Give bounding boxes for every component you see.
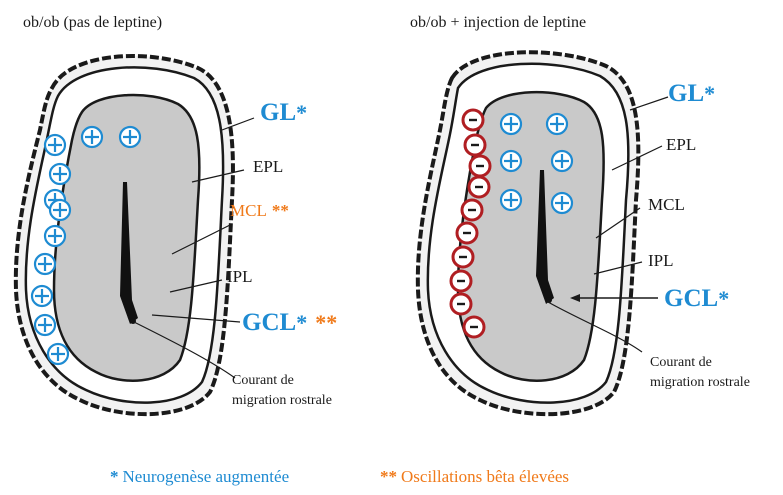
left-gcl-mark1: * [296,310,307,335]
minus-icon [464,317,484,337]
left-epl-label: EPL [253,157,283,176]
right-gl-label: GL [668,80,704,107]
right-gcl-mark: * [718,286,729,311]
svg-text:*Neurogenèse augmentée: *Neurogenèse augmentée [110,467,289,486]
minus-icon [453,247,473,267]
plus-icon [552,193,572,213]
left-panel-title: ob/ob (pas de leptine) [23,14,162,31]
plus-icon [82,127,102,147]
right-gcl-label: GCL [664,285,718,312]
left-gcl-mark2: ** [315,310,337,335]
minus-icon [469,177,489,197]
plus-icon [32,286,52,306]
minus-icon [470,156,490,176]
left-ipl-label: IPL [227,267,253,286]
plus-icon [501,114,521,134]
plus-icon [35,254,55,274]
left-gcl-label: GCL [242,309,296,336]
minus-icon [451,271,471,291]
svg-text:GL*: GL* [260,99,307,126]
plus-icon [501,190,521,210]
minus-icon [451,294,471,314]
legend-star2: ** [380,467,397,486]
right-gl-mark: * [704,81,715,106]
left-gl-label: GL [260,99,296,126]
left-mcl-mark: ** [272,201,289,220]
minus-icon [462,200,482,220]
right-epl-label: EPL [666,135,696,154]
svg-text:GCL***: GCL*** [242,309,337,336]
svg-text:GL*: GL* [668,80,715,107]
right-courant-line2: migration rostrale [650,375,750,390]
left-gl-mark: * [296,100,307,125]
plus-icon [547,114,567,134]
plus-icon [50,164,70,184]
minus-icon [463,110,483,130]
plus-icon [45,226,65,246]
plus-icon [45,135,65,155]
left-courant-line1: Courant de [232,373,294,388]
right-bulb [418,52,639,414]
left-mcl-label: MCL [230,201,267,220]
right-ipl-label: IPL [648,251,674,270]
plus-icon [552,151,572,171]
minus-icon [465,135,485,155]
left-courant-line2: migration rostrale [232,393,332,408]
right-panel-title: ob/ob + injection de leptine [410,14,586,31]
plus-icon [48,344,68,364]
plus-icon [120,127,140,147]
right-mcl-label: MCL [648,195,685,214]
svg-text:GCL*: GCL* [664,285,729,312]
legend-star1: * [110,467,119,486]
svg-text:MCL**: MCL ** [230,201,289,220]
plus-icon [50,200,70,220]
svg-text:**Oscillations bêta élevées: **Oscillations bêta élevées [380,467,569,486]
legend-oscillations: Oscillations bêta élevées [401,467,569,486]
legend-neurogenese: Neurogenèse augmentée [123,467,290,486]
minus-icon [457,223,477,243]
right-courant-line1: Courant de [650,355,712,370]
plus-icon [501,151,521,171]
plus-icon [35,315,55,335]
